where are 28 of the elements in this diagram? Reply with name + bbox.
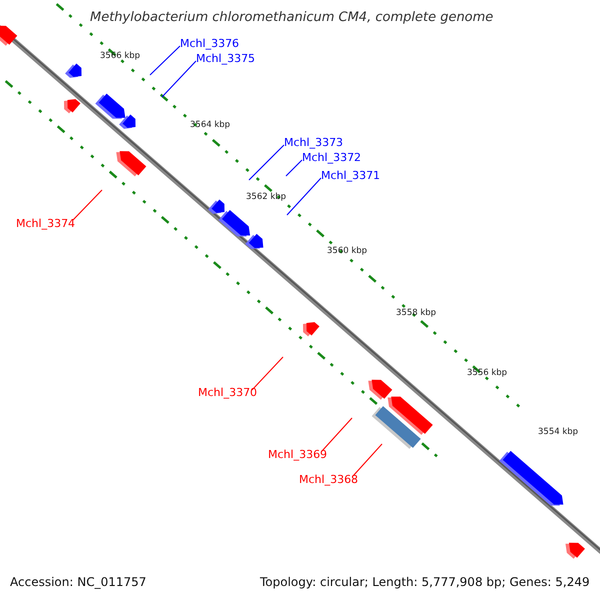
scale-label: 3566 kbp xyxy=(100,52,140,60)
leader-line xyxy=(352,444,382,476)
scale-label: 3564 kbp xyxy=(190,121,230,130)
leader-line xyxy=(286,160,302,176)
gene-label: Mchl_3376 xyxy=(180,38,240,49)
leader-line xyxy=(150,46,180,76)
leader-line xyxy=(322,418,352,452)
gene-label: Mchl_3372 xyxy=(302,152,362,163)
scale-label: 3554 kbp xyxy=(538,428,578,436)
footer-note: Topology: circular; Length: 5,777,908 bp; Genes: 5,249 xyxy=(260,576,590,588)
leader-line xyxy=(286,178,322,216)
scale-label: 3560 kbp xyxy=(327,247,368,256)
gene-label: Mchl_3374 xyxy=(16,218,76,229)
gene-label: Mchl_3370 xyxy=(198,387,258,398)
gene-label: Mchl_3369 xyxy=(268,449,328,460)
scale-label: 3558 kbp xyxy=(396,309,436,318)
gene-label: Mchl_3371 xyxy=(321,170,380,181)
gene-label: Mchl_3375 xyxy=(196,53,256,64)
leader-line xyxy=(248,144,284,180)
footer-note: Accession: NC_011757 xyxy=(10,576,146,588)
leader-line xyxy=(252,356,284,390)
gene-label: Mchl_3368 xyxy=(299,474,358,485)
scale-label: 3556 kbp xyxy=(467,369,508,378)
scale-label: 3562 kbp xyxy=(246,193,286,202)
leader-line xyxy=(72,190,102,220)
leader-line xyxy=(162,60,196,98)
map-title: Methylobacterium chloromethanicum CM4, complete genome xyxy=(90,11,494,24)
gene-label: Mchl_3373 xyxy=(284,137,344,148)
